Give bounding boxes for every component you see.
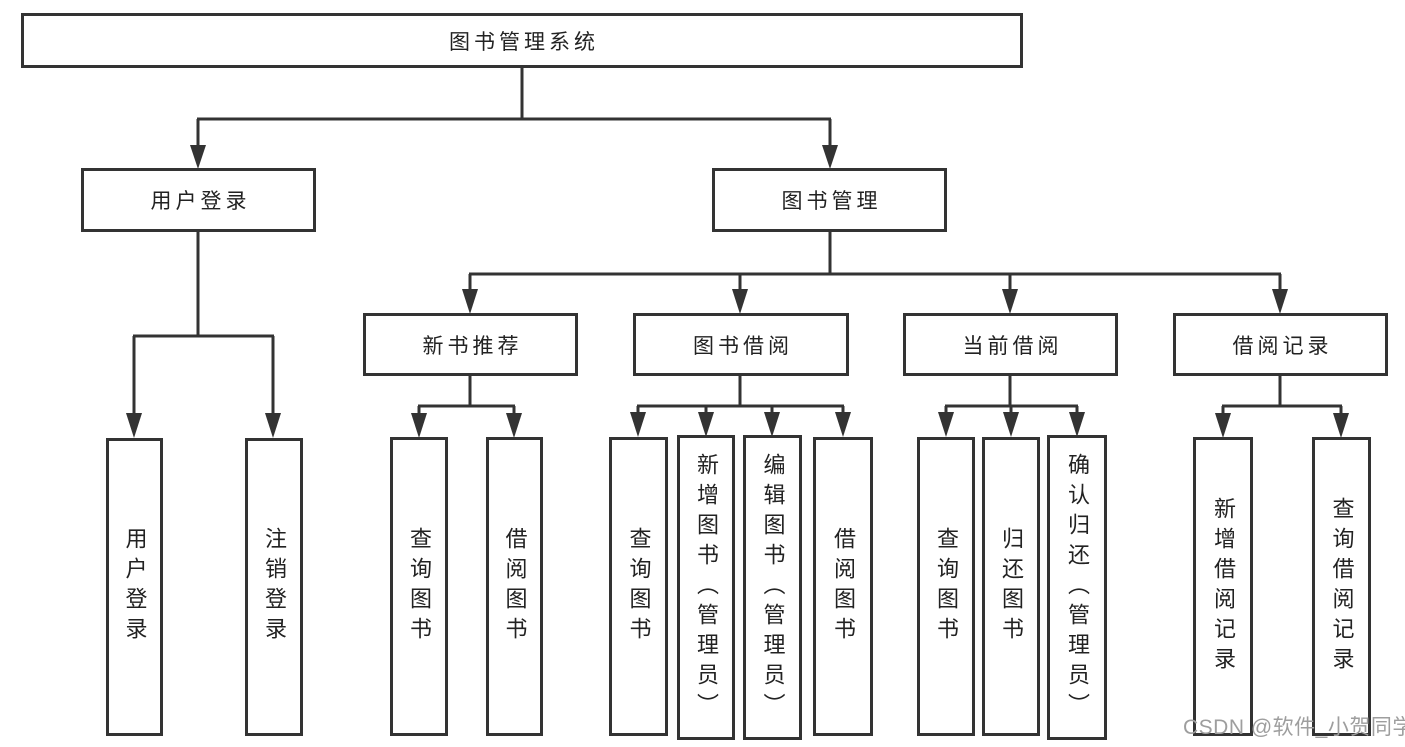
leaf-current-query-book: 查询图书: [917, 437, 975, 736]
leaf-label: 归还图书: [999, 526, 1024, 647]
csdn-watermark: CSDN @软件_小贺同学: [1183, 716, 1405, 739]
arrowheads-user-login-children: [126, 413, 281, 438]
connector-current-children: [944, 376, 1079, 414]
node-book-borrow: 图书借阅: [633, 313, 849, 376]
leaf-current-return-book: 归还图书: [982, 437, 1040, 736]
leaf-label: 编辑图书（管理员）: [760, 452, 786, 723]
leaf-label: 查询借阅记录: [1329, 496, 1355, 677]
leaf-label: 用户登录: [122, 527, 148, 647]
arrowheads-book-mgmt-to-level3: [462, 289, 1288, 314]
arrowheads-borrow-children: [630, 412, 851, 437]
node-current-borrow: 当前借阅: [903, 313, 1118, 376]
leaf-recommend-borrow-book: 借阅图书: [486, 437, 543, 736]
leaf-label: 新增借阅记录: [1211, 496, 1236, 677]
connector-root-to-level2: [196, 68, 832, 146]
connector-book-mgmt-to-level3: [468, 232, 1282, 290]
node-new-book-recommend: 新书推荐: [363, 313, 578, 376]
arrowheads-root-to-level2: [190, 145, 838, 169]
leaf-borrow-add-book-admin: 新增图书（管理员）: [677, 435, 735, 740]
node-borrow-records: 借阅记录: [1173, 313, 1388, 376]
leaf-records-query-record: 查询借阅记录: [1312, 437, 1371, 736]
leaf-label: 查询图书: [626, 526, 652, 647]
node-root-system: 图书管理系统: [21, 13, 1023, 68]
connector-borrow-children: [636, 376, 845, 414]
arrowheads-recommend-children: [411, 413, 522, 438]
arrowheads-current-children: [938, 412, 1085, 437]
connector-records-children: [1221, 376, 1343, 414]
leaf-logout: 注销登录: [245, 438, 303, 736]
arrowheads-records-children: [1215, 413, 1349, 438]
node-book-management: 图书管理: [712, 168, 947, 232]
leaf-recommend-query-book: 查询图书: [390, 437, 448, 736]
leaf-label: 借阅图书: [502, 526, 528, 647]
leaf-borrow-query-book: 查询图书: [609, 437, 668, 736]
leaf-borrow-edit-book-admin: 编辑图书（管理员）: [743, 435, 802, 740]
leaf-label: 查询图书: [407, 526, 432, 647]
leaf-label: 注销登录: [262, 527, 287, 647]
leaf-label: 确认归还（管理员）: [1065, 452, 1090, 723]
connector-recommend-children: [417, 376, 516, 414]
leaf-label: 借阅图书: [831, 526, 856, 647]
leaf-user-login: 用户登录: [106, 438, 163, 736]
leaf-label: 新增图书（管理员）: [694, 452, 719, 723]
connector-user-login-children: [132, 232, 275, 414]
leaf-current-confirm-return-admin: 确认归还（管理员）: [1047, 435, 1107, 740]
leaf-borrow-borrow-book: 借阅图书: [813, 437, 873, 736]
leaf-records-add-record: 新增借阅记录: [1193, 437, 1253, 736]
leaf-label: 查询图书: [934, 526, 959, 647]
node-user-login: 用户登录: [81, 168, 316, 232]
